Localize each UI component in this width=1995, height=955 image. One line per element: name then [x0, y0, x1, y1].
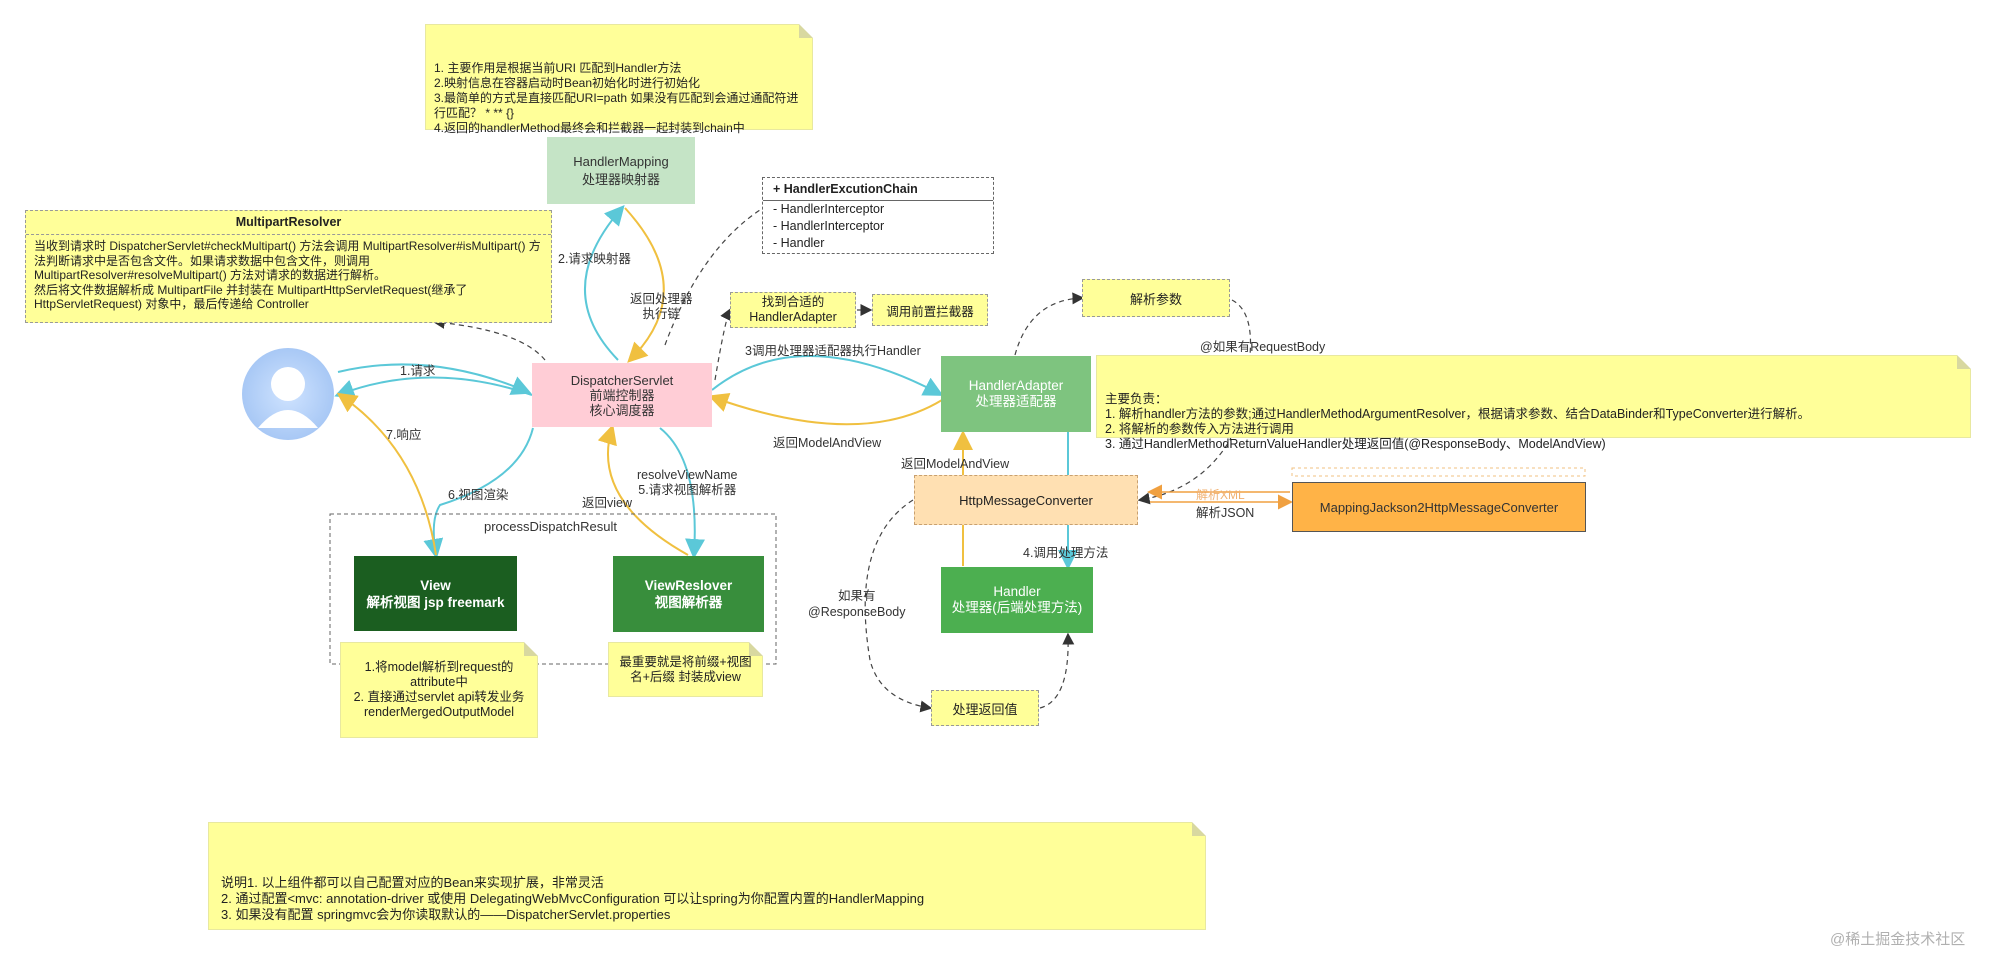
edge-parse-params: [1014, 292, 1085, 356]
edge-request-body: [1137, 299, 1252, 505]
edge-request: [337, 363, 532, 395]
user-avatar: [238, 348, 338, 440]
label-resolve-view: resolveViewName 5.请求视图解析器: [637, 468, 738, 497]
label-render-view: 6.视图渲染: [448, 488, 509, 502]
edge-return-chain: [624, 207, 665, 363]
jackson-converter-node[interactable]: MappingJackson2HttpMessageConverter: [1292, 482, 1586, 532]
process-dispatch-box: [329, 513, 777, 665]
edge-to-find-adapter: [714, 307, 732, 381]
label-return-view: 返回view: [582, 496, 633, 510]
label-return-chain: 返回处理器 执行链: [630, 292, 693, 321]
handler-execution-chain: + HandlerExcutionChain - HandlerIntercep…: [762, 177, 994, 254]
multipart-title: MultipartResolver: [26, 211, 551, 235]
chain-title: + HandlerExcutionChain: [763, 178, 993, 201]
label-request-mapping: 2.请求映射器: [558, 252, 631, 266]
multipart-body: 当收到请求时 DispatcherServlet#checkMultipart(…: [34, 239, 541, 311]
view-note-text: 1.将model解析到request的attribute中 2. 直接通过ser…: [353, 660, 525, 719]
label-request: 1.请求: [400, 364, 436, 378]
edge-response: [334, 376, 533, 399]
multipart-resolver-note: MultipartResolver 当收到请求时 DispatcherServl…: [25, 210, 552, 323]
view-note: 1.将model解析到request的attribute中 2. 直接通过ser…: [340, 642, 538, 738]
label-return-mav: 返回ModelAndView: [773, 436, 882, 450]
handler-adapter-node[interactable]: HandlerAdapter 处理器适配器: [941, 356, 1091, 432]
handler-adapter-duty-note: 主要负责： 1. 解析handler方法的参数;通过HandlerMethodA…: [1096, 355, 1971, 451]
edge-request-mapping: [584, 204, 625, 361]
watermark: @稀土掘金技术社区: [1830, 931, 1966, 948]
dispatcher-servlet-node[interactable]: DispatcherServlet 前端控制器 核心调度器: [532, 363, 712, 427]
chain-item: - Handler: [773, 236, 825, 250]
label-parse-json: 解析JSON: [1196, 506, 1255, 520]
edge-return-mav: [708, 392, 943, 426]
label-response: 7.响应: [386, 428, 422, 442]
handler-node[interactable]: Handler 处理器(后端处理方法): [941, 567, 1093, 633]
handler-mapping-note-text: 1. 主要作用是根据当前URI 匹配到Handler方法 2.映射信息在容器启动…: [434, 61, 799, 135]
edge-to-multipart: [432, 316, 546, 361]
find-adapter-node: 找到合适的 HandlerAdapter: [730, 292, 856, 328]
edge-view-response: [336, 392, 437, 556]
handler-mapping-node[interactable]: HandlerMapping 处理器映射器: [547, 137, 695, 204]
view-resolver-note: 最重要就是将前缀+视图名+后缀 封装成view: [608, 642, 763, 697]
chain-item: - HandlerInterceptor: [773, 202, 885, 216]
footer-note: 说明1. 以上组件都可以自己配置对应的Bean来实现扩展，非常灵活 2. 通过配…: [208, 822, 1206, 930]
footer-note-text: 说明1. 以上组件都可以自己配置对应的Bean来实现扩展，非常灵活 2. 通过配…: [221, 875, 925, 922]
jackson-outline: [1291, 467, 1586, 477]
http-message-converter-node[interactable]: HttpMessageConverter: [914, 475, 1138, 525]
label-call-handler: 4.调用处理方法: [1023, 546, 1109, 560]
pre-interceptor-node: 调用前置拦截器: [872, 294, 988, 326]
label-call-adapter: 3调用处理器适配器执行Handler: [745, 344, 921, 358]
parse-params-node: 解析参数: [1082, 279, 1230, 317]
view-node[interactable]: View 解析视图 jsp freemark: [354, 556, 517, 631]
view-resolver-note-text: 最重要就是将前缀+视图名+后缀 封装成view: [619, 654, 752, 684]
edge-to-chain: [664, 209, 761, 346]
edge-resolve-view: [659, 427, 705, 559]
chain-item: - HandlerInterceptor: [773, 219, 885, 233]
handler-mapping-note: 1. 主要作用是根据当前URI 匹配到Handler方法 2.映射信息在容器启动…: [425, 24, 813, 135]
label-if-response-body: 如果有 @ResponseBody: [808, 589, 906, 619]
view-resolver-node[interactable]: ViewReslover 视图解析器: [613, 556, 764, 632]
label-parse-xml: 解析XML: [1196, 488, 1245, 502]
process-return-node: 处理返回值: [931, 690, 1039, 726]
edge-render-view: [423, 427, 534, 559]
user-icon: [242, 348, 334, 440]
edge-return-view: [597, 424, 689, 556]
process-dispatch-result-label: processDispatchResult: [484, 519, 617, 534]
edge-response-body: [864, 499, 933, 713]
handler-adapter-duty-text: 主要负责： 1. 解析handler方法的参数;通过HandlerMethodA…: [1105, 392, 1811, 451]
edge-call-adapter: [711, 355, 944, 396]
label-return-mav-2: 返回ModelAndView: [901, 457, 1010, 471]
label-if-request-body: @如果有RequestBody: [1200, 340, 1326, 354]
edge-return-handler: [1039, 632, 1075, 709]
